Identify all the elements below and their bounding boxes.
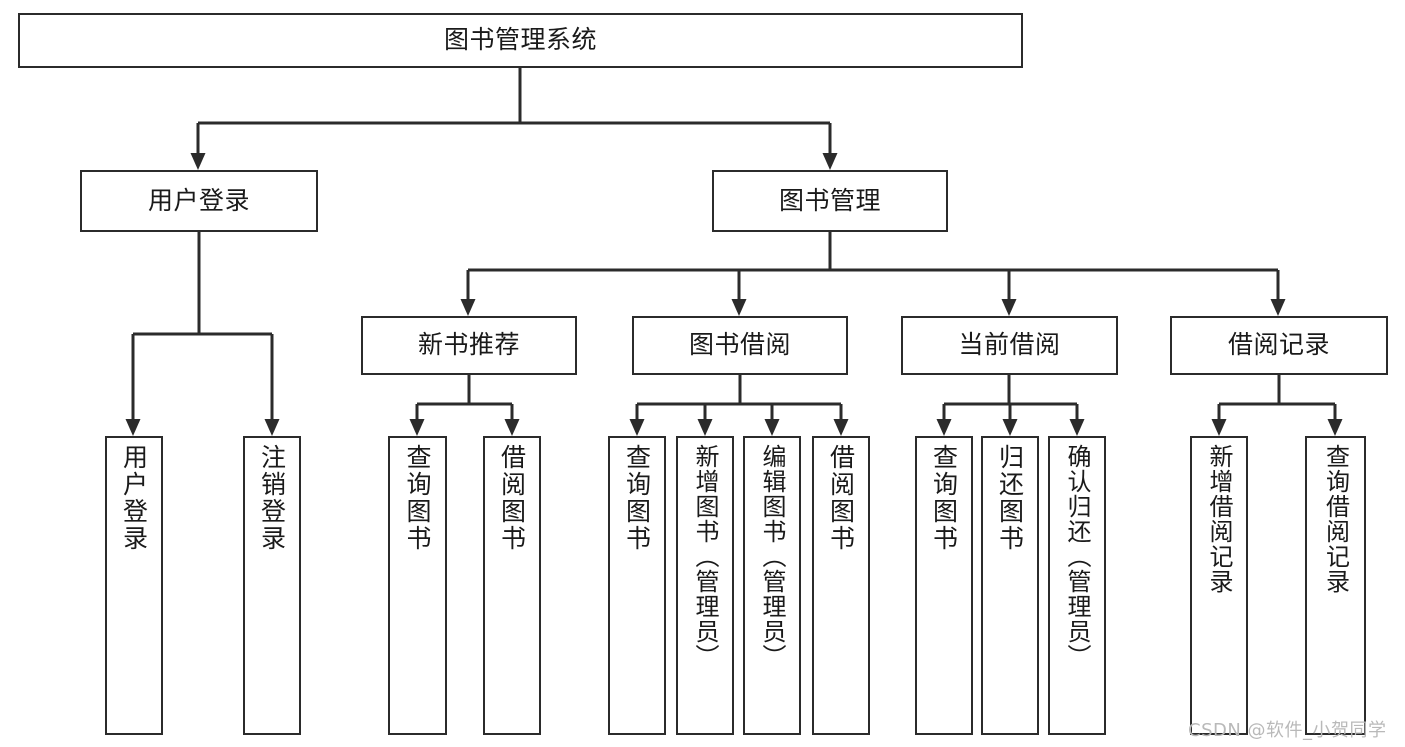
node-label-leaf-query-record: 查询借阅记录 bbox=[1321, 444, 1350, 594]
node-user-login[interactable]: 用户登录 bbox=[80, 170, 318, 232]
node-label-leaf-edit-book: 编辑图书（管理员） bbox=[758, 444, 786, 669]
node-label-book-mgmt: 图书管理 bbox=[778, 185, 881, 215]
node-leaf-user-logout[interactable]: 注销登录 bbox=[243, 436, 301, 735]
edge-new-book-rec-children-branch-1-head bbox=[504, 419, 520, 436]
edge-book-mgmt-children-branch-2-head bbox=[1001, 299, 1017, 316]
node-label-leaf-return-book: 归还图书 bbox=[995, 444, 1025, 552]
node-label-leaf-query-book-3: 查询图书 bbox=[929, 444, 959, 552]
node-label-leaf-add-book: 新增图书（管理员） bbox=[691, 444, 719, 669]
edge-root-children-branch-0-head bbox=[190, 153, 206, 170]
edge-borrow-record-children-branch-1-head bbox=[1327, 419, 1343, 436]
node-leaf-borrow-book-2[interactable]: 借阅图书 bbox=[812, 436, 870, 735]
edge-user-login-children-branch-0-head bbox=[125, 419, 141, 436]
node-label-leaf-add-record: 新增借阅记录 bbox=[1205, 444, 1233, 594]
edge-current-borrow-children-branch-2-head bbox=[1069, 419, 1085, 436]
node-label-borrow-record: 借阅记录 bbox=[1227, 330, 1330, 360]
node-leaf-query-book-1[interactable]: 查询图书 bbox=[388, 436, 447, 735]
node-label-leaf-borrow-book-1: 借阅图书 bbox=[497, 444, 527, 552]
node-leaf-query-record[interactable]: 查询借阅记录 bbox=[1305, 436, 1366, 735]
node-leaf-add-record[interactable]: 新增借阅记录 bbox=[1190, 436, 1248, 735]
node-current-borrow[interactable]: 当前借阅 bbox=[901, 316, 1118, 375]
node-label-leaf-query-book-1: 查询图书 bbox=[403, 444, 432, 552]
node-label-leaf-confirm-return: 确认归还（管理员） bbox=[1063, 444, 1091, 669]
node-root[interactable]: 图书管理系统 bbox=[18, 13, 1023, 68]
node-label-book-borrow: 图书借阅 bbox=[688, 330, 791, 360]
edge-book-mgmt-children-branch-0-head bbox=[460, 299, 476, 316]
node-label-root: 图书管理系统 bbox=[443, 25, 597, 55]
node-leaf-return-book[interactable]: 归还图书 bbox=[981, 436, 1039, 735]
node-leaf-edit-book[interactable]: 编辑图书（管理员） bbox=[743, 436, 801, 735]
edge-root-children-branch-1-head bbox=[822, 153, 838, 170]
node-new-book-rec[interactable]: 新书推荐 bbox=[361, 316, 577, 375]
node-book-borrow[interactable]: 图书借阅 bbox=[632, 316, 848, 375]
edge-user-login-children-branch-1-head bbox=[264, 419, 280, 436]
node-label-new-book-rec: 新书推荐 bbox=[417, 330, 520, 360]
node-leaf-confirm-return[interactable]: 确认归还（管理员） bbox=[1048, 436, 1106, 735]
edge-book-borrow-children-branch-0-head bbox=[629, 419, 645, 436]
edge-book-mgmt-children-branch-3-head bbox=[1270, 299, 1286, 316]
edge-new-book-rec-children-branch-0-head bbox=[409, 419, 425, 436]
node-label-leaf-user-logout: 注销登录 bbox=[257, 444, 287, 552]
node-label-current-borrow: 当前借阅 bbox=[958, 330, 1061, 360]
node-leaf-query-book-2[interactable]: 查询图书 bbox=[608, 436, 666, 735]
node-leaf-query-book-3[interactable]: 查询图书 bbox=[915, 436, 973, 735]
edge-current-borrow-children-branch-1-head bbox=[1002, 419, 1018, 436]
edge-book-mgmt-children-branch-1-head bbox=[731, 299, 747, 316]
node-borrow-record[interactable]: 借阅记录 bbox=[1170, 316, 1388, 375]
node-leaf-add-book[interactable]: 新增图书（管理员） bbox=[676, 436, 734, 735]
node-label-user-login: 用户登录 bbox=[147, 185, 250, 215]
edge-book-borrow-children-branch-3-head bbox=[833, 419, 849, 436]
node-book-mgmt[interactable]: 图书管理 bbox=[712, 170, 948, 232]
edge-current-borrow-children-branch-0-head bbox=[936, 419, 952, 436]
node-label-leaf-query-book-2: 查询图书 bbox=[622, 444, 652, 552]
edge-book-borrow-children-branch-2-head bbox=[764, 419, 780, 436]
node-leaf-user-login[interactable]: 用户登录 bbox=[105, 436, 163, 735]
node-label-leaf-borrow-book-2: 借阅图书 bbox=[826, 444, 856, 552]
node-label-leaf-user-login: 用户登录 bbox=[119, 444, 149, 552]
node-leaf-borrow-book-1[interactable]: 借阅图书 bbox=[483, 436, 541, 735]
edge-book-borrow-children-branch-1-head bbox=[697, 419, 713, 436]
edge-borrow-record-children-branch-0-head bbox=[1211, 419, 1227, 436]
